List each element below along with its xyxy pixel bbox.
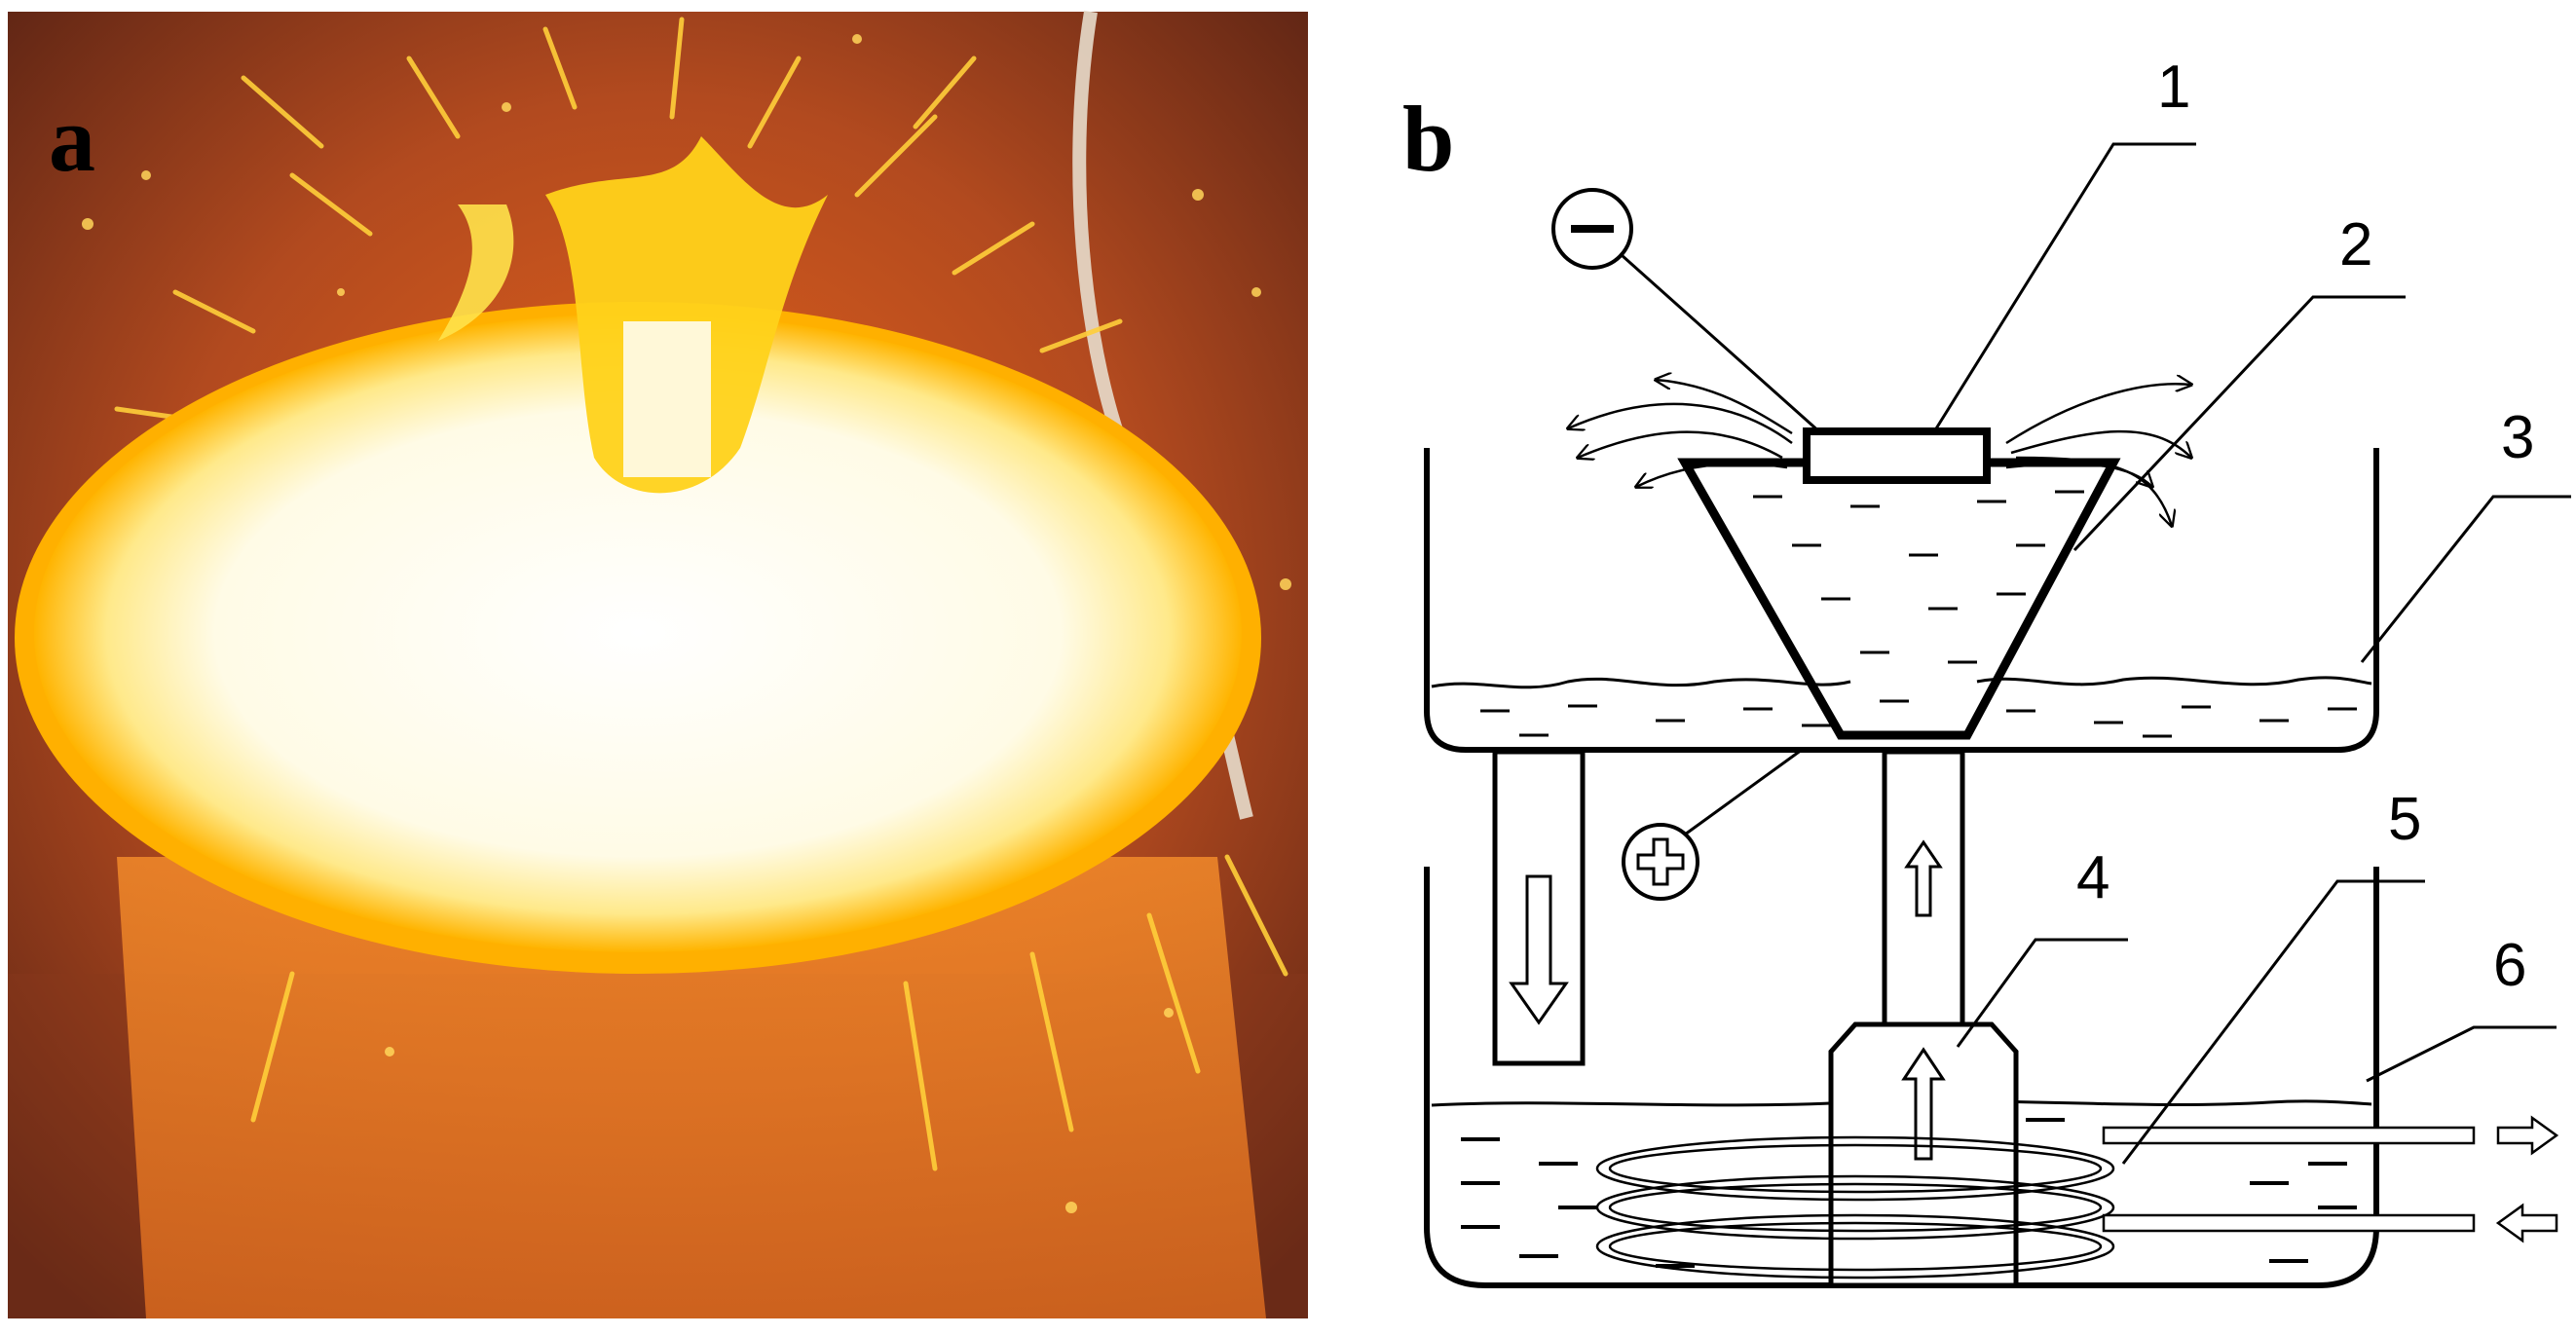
- drain-flow-arrow: [1509, 874, 1569, 1025]
- negative-lead: [1621, 253, 1822, 435]
- ladle-body: [117, 857, 1266, 1318]
- funnel: [1677, 458, 2121, 740]
- label-3: 3: [2501, 404, 2534, 471]
- feed-pipe: [1882, 749, 1965, 1027]
- label-2: 2: [2339, 211, 2372, 278]
- sparks: [114, 17, 1288, 1171]
- coolant-in-arrow: [2495, 1203, 2558, 1243]
- coil-inlet-pipe: [2102, 1213, 2476, 1233]
- feed-flow-arrow: [1904, 839, 1943, 917]
- cooling-coil: [1595, 1135, 2115, 1280]
- upper-bath-surface: [1431, 676, 2372, 689]
- leader-lines: [1931, 142, 2571, 1165]
- panel-letter-b: b: [1402, 87, 1454, 191]
- label-5: 5: [2388, 786, 2421, 853]
- drain-pipe: [1492, 749, 1586, 1066]
- panel-b-schematic: b: [1402, 87, 2571, 1288]
- pump-body: [1828, 1021, 2019, 1288]
- cathode-plate: [1803, 427, 1991, 484]
- panel-a-photo: a: [8, 10, 1308, 1318]
- upper-bath-dashes: [1480, 704, 2357, 738]
- positive-sign: [1636, 837, 1685, 886]
- panel-letter-a: a: [49, 87, 95, 191]
- label-1: 1: [2157, 54, 2190, 121]
- funnel-dashes: [1753, 490, 2084, 703]
- flame-flare: [438, 204, 514, 341]
- coolant-out-arrow: [2496, 1115, 2559, 1156]
- positive-lead: [1684, 748, 1803, 836]
- molten-glow: [34, 314, 1242, 952]
- fume-arrows: [1568, 380, 2191, 526]
- label-4: 4: [2076, 844, 2109, 911]
- electrode: [623, 321, 711, 477]
- label-6: 6: [2493, 932, 2526, 999]
- negative-terminal: [1551, 188, 1633, 270]
- positive-terminal: [1622, 823, 1699, 901]
- coil-outlet-pipe: [2102, 1126, 2476, 1145]
- electrode-plume: [545, 136, 828, 494]
